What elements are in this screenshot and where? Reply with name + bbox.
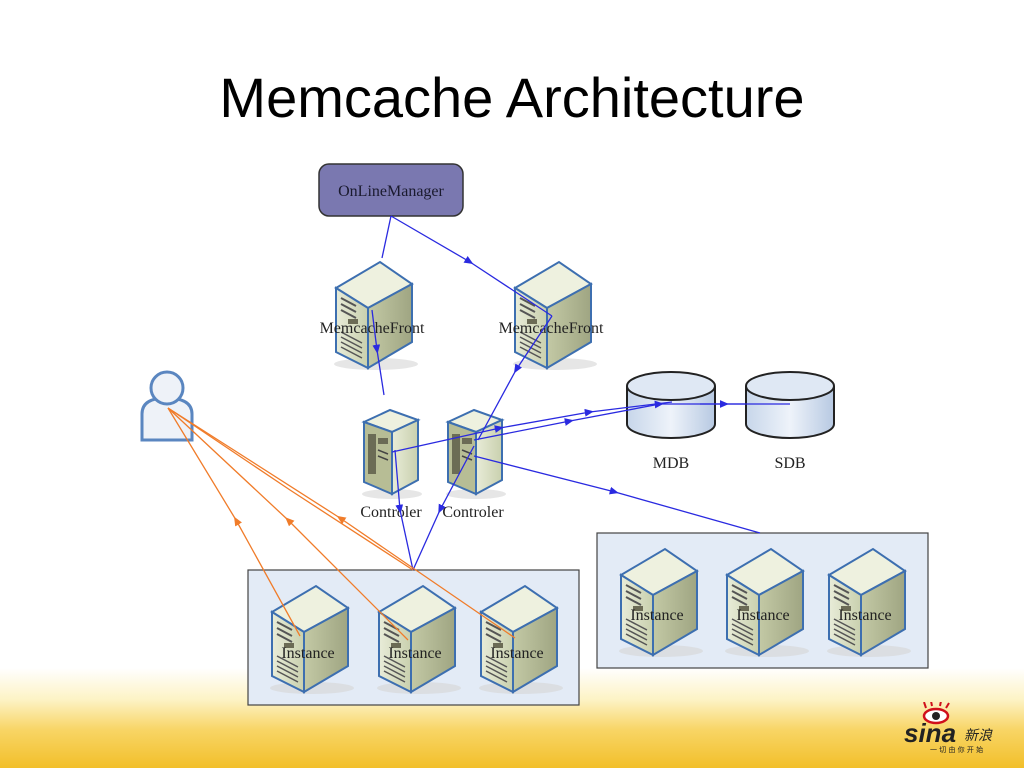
- controller-server-1: [361, 409, 423, 500]
- sina-chinese-text: 新浪: [964, 728, 993, 744]
- link-user-instance1: [167, 407, 301, 637]
- eye-logo-icon: [922, 702, 950, 725]
- orange-connections: [167, 407, 516, 641]
- link-front1-controller1: [371, 309, 385, 396]
- instance-label-left-3: Instance: [490, 645, 543, 662]
- instance-label-right-3: Instance: [838, 607, 891, 624]
- link-manager-front1: [381, 215, 392, 259]
- database-label-sdb: SDB: [774, 455, 805, 472]
- blue-connections: [371, 215, 790, 571]
- link-user-panel: [167, 407, 414, 571]
- database-sdb: [745, 371, 835, 439]
- link-controller2-right-panel: [473, 455, 761, 534]
- instance-label-left-1: Instance: [281, 645, 334, 662]
- controller-label-1: Controler: [360, 504, 422, 521]
- memcache-front-server-2: [512, 261, 598, 371]
- link-controller1-left-panel: [394, 449, 414, 571]
- slide-title: Memcache Architecture: [219, 66, 805, 129]
- link-manager-front2: [390, 215, 553, 317]
- instance-label-right-1: Instance: [630, 607, 683, 624]
- instance-label-left-2: Instance: [388, 645, 441, 662]
- sina-logo: sina 新浪 一 切 由 你 开 始: [904, 702, 993, 754]
- memcache-front-label-1: MemcacheFront: [320, 320, 425, 337]
- database-label-mdb: MDB: [653, 455, 689, 472]
- online-manager-label: OnLineManager: [338, 183, 444, 200]
- link-front2-controller2: [477, 315, 553, 441]
- user-icon: [140, 370, 194, 442]
- memcache-front-server-1: [333, 261, 419, 371]
- controller-server-2: [445, 409, 507, 500]
- memcache-front-label-2: MemcacheFront: [499, 320, 604, 337]
- sina-tagline: 一 切 由 你 开 始: [930, 745, 983, 754]
- link-controller2-left-panel: [412, 445, 475, 571]
- link-user-instance2: [167, 407, 409, 641]
- link-user-instance3: [167, 407, 516, 639]
- database-mdb: [626, 371, 716, 439]
- instance-label-right-2: Instance: [736, 607, 789, 624]
- sina-brand-text: sina: [904, 718, 956, 748]
- controller-label-2: Controler: [442, 504, 504, 521]
